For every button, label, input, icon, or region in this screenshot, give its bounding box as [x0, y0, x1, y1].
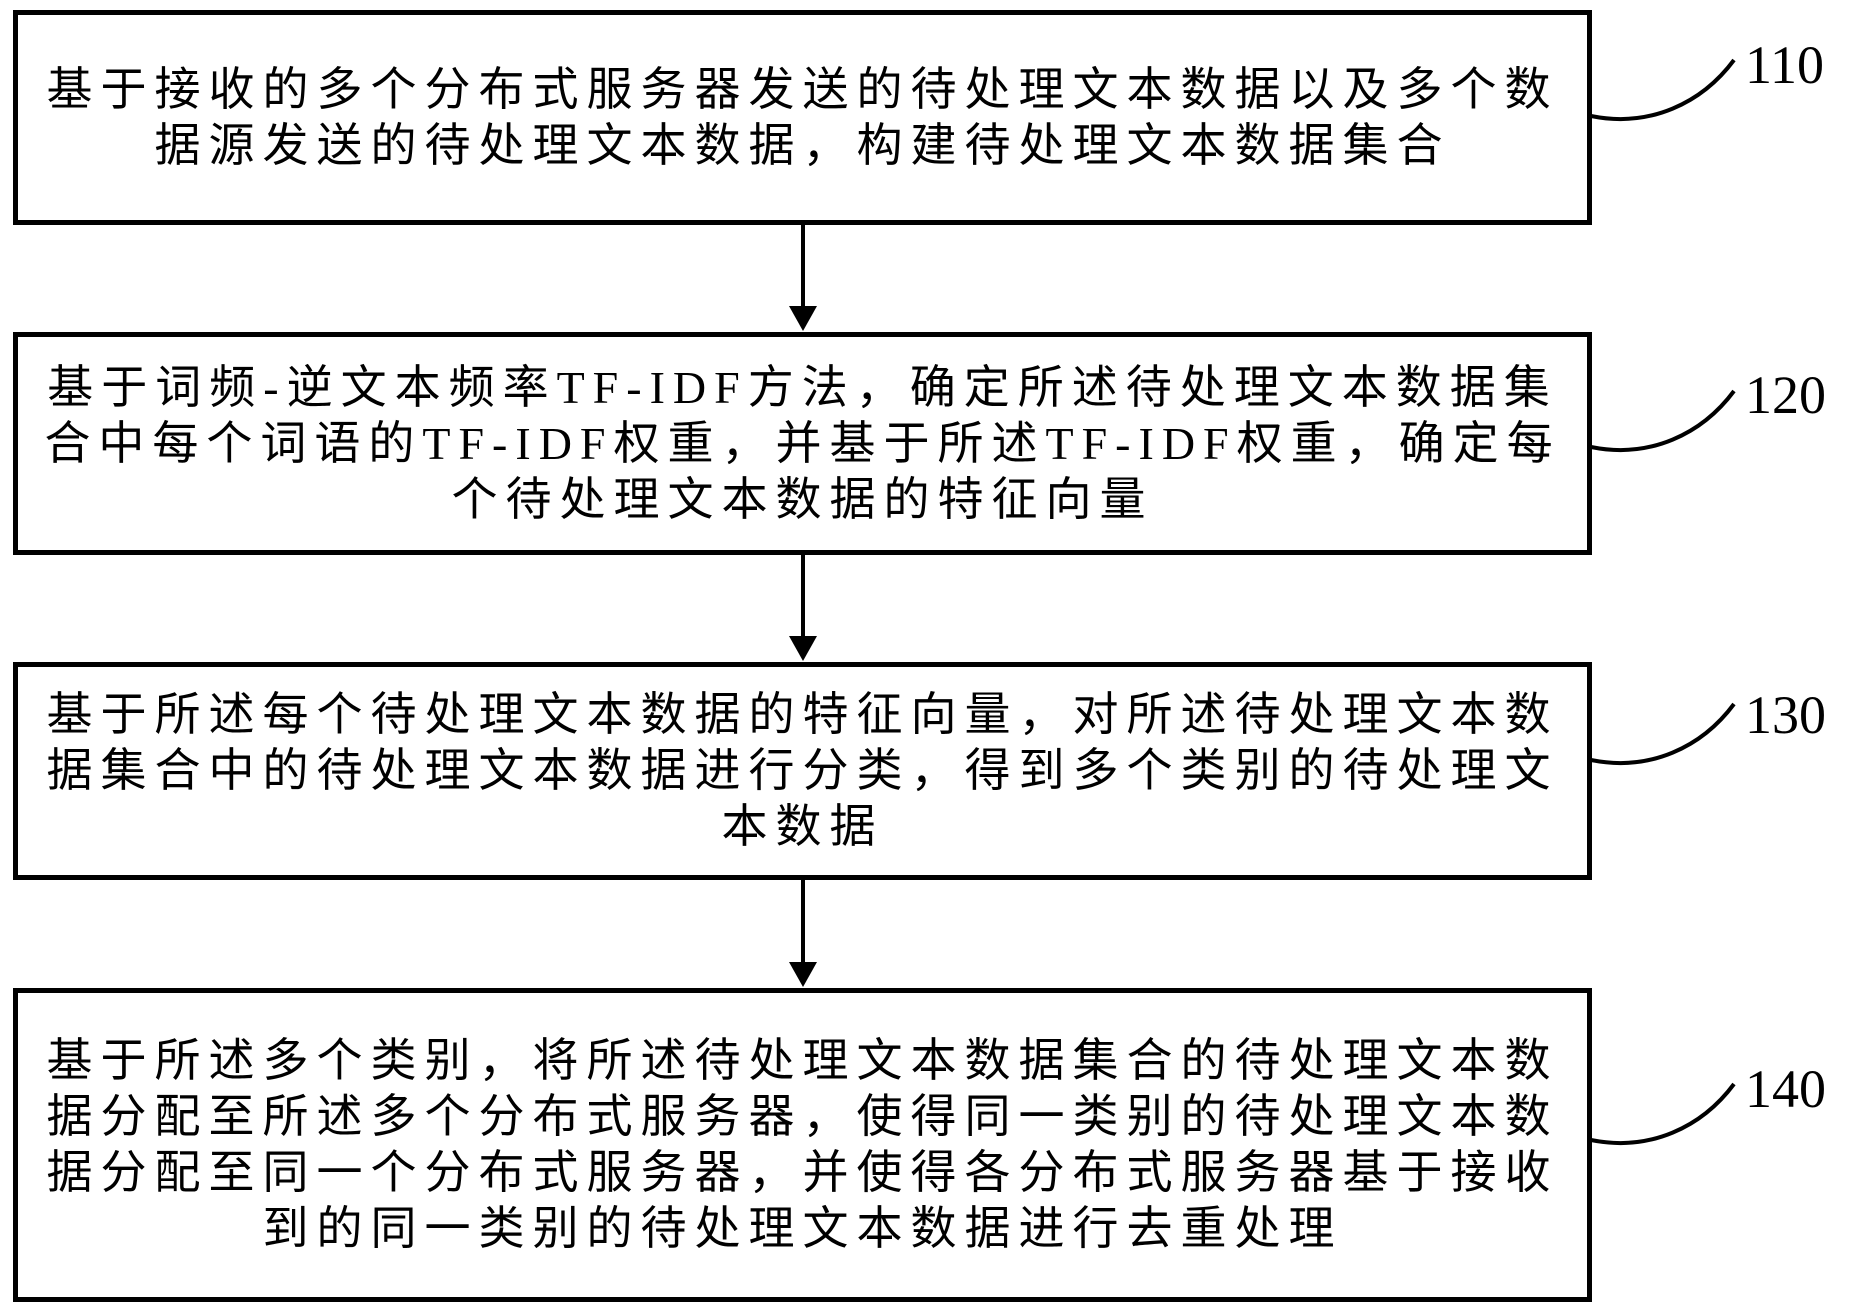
step-4-text-line: 据分配至同一个分布式服务器，并使得各分布式服务器基于接收: [46, 1147, 1559, 1198]
step-2-text-line: 合中每个词语的TF-IDF权重，并基于所述TF-IDF权重，确定每: [44, 417, 1561, 469]
ref-connector-curve: [1590, 389, 1736, 452]
ref-number-130: 130: [1745, 685, 1826, 745]
step-3-text-line: 据集合中的待处理文本数据进行分类，得到多个类别的待处理文: [46, 745, 1559, 796]
step-1-text-line: 据源发送的待处理文本数据，构建待处理文本数据集合: [154, 119, 1451, 171]
ref-connector-curve: [1590, 702, 1736, 765]
step-4-text-line: 据分配至所述多个分布式服务器，使得同一类别的待处理文本数: [46, 1091, 1559, 1142]
step-4-text-line: 到的同一类别的待处理文本数据进行去重处理: [262, 1203, 1343, 1254]
step-1-text-line: 基于接收的多个分布式服务器发送的待处理文本数据以及多个数: [46, 63, 1559, 115]
ref-connector-curve: [1590, 58, 1736, 121]
ref-number-110: 110: [1745, 35, 1824, 95]
step-3-text-line: 基于所述每个待处理文本数据的特征向量，对所述待处理文本数: [46, 689, 1559, 740]
step-4-text-line: 基于所述多个类别，将所述待处理文本数据集合的待处理文本数: [46, 1035, 1559, 1086]
flow-arrow-down-icon: [789, 880, 817, 987]
step-2-text-line: 基于词频-逆文本频率TF-IDF方法，确定所述待处理文本数据集: [47, 361, 1558, 413]
step-box-3: 基于所述每个待处理文本数据的特征向量，对所述待处理文本数 据集合中的待处理文本数…: [13, 662, 1592, 880]
step-box-4: 基于所述多个类别，将所述待处理文本数据集合的待处理文本数 据分配至所述多个分布式…: [13, 988, 1592, 1302]
step-box-2: 基于词频-逆文本频率TF-IDF方法，确定所述待处理文本数据集 合中每个词语的T…: [13, 332, 1592, 555]
step-2-text-line: 个待处理文本数据的特征向量: [451, 473, 1154, 525]
ref-number-140: 140: [1745, 1059, 1826, 1119]
flow-arrow-down-icon: [789, 555, 817, 661]
flow-arrow-down-icon: [789, 225, 817, 331]
ref-number-120: 120: [1745, 365, 1826, 425]
step-3-text-line: 本数据: [721, 801, 884, 852]
step-box-1: 基于接收的多个分布式服务器发送的待处理文本数据以及多个数 据源发送的待处理文本数…: [13, 10, 1592, 225]
ref-connector-curve: [1590, 1082, 1736, 1145]
